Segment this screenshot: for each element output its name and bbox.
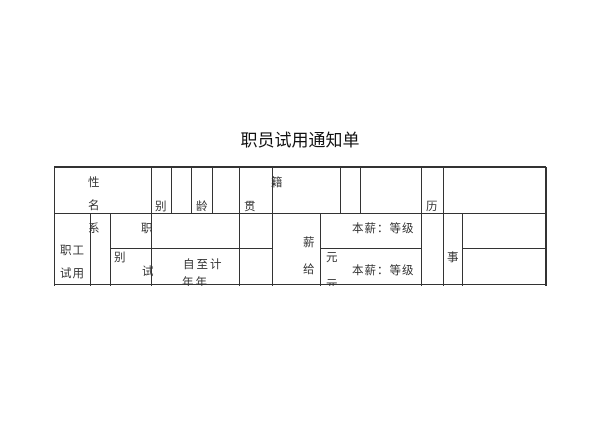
col-line bbox=[239, 167, 240, 286]
row-divider bbox=[462, 248, 546, 249]
table-border-right bbox=[545, 167, 547, 286]
table-border-top bbox=[54, 166, 546, 168]
cell-text: 试 bbox=[142, 264, 154, 278]
row-divider bbox=[54, 284, 546, 285]
page-title: 职员试用通知单 bbox=[240, 131, 360, 151]
col-line bbox=[90, 213, 91, 286]
cell-text: 别 bbox=[155, 199, 167, 213]
cell-text: 事 bbox=[447, 250, 459, 264]
col-line bbox=[151, 167, 152, 286]
cell-text: 历 bbox=[426, 199, 438, 213]
cell-text: 自至计 bbox=[183, 257, 224, 271]
row-divider bbox=[54, 213, 546, 214]
cell-text: 给 bbox=[303, 262, 315, 276]
cell-text: 系 bbox=[88, 221, 100, 235]
cell-text: 别 bbox=[114, 250, 126, 264]
cell-text: 元 bbox=[326, 250, 338, 264]
cell-text: 贯 bbox=[244, 199, 256, 213]
col-line bbox=[340, 167, 341, 213]
cell-text: 籍 bbox=[271, 175, 283, 189]
col-line bbox=[54, 167, 55, 286]
cell-text: 薪 bbox=[303, 235, 315, 249]
col-line bbox=[360, 167, 361, 213]
row-divider bbox=[320, 248, 421, 249]
cell-text: 龄 bbox=[196, 199, 208, 213]
col-line bbox=[320, 213, 321, 286]
cell-text: 试用 bbox=[60, 266, 85, 280]
cell-text: 职工 bbox=[60, 243, 85, 257]
cell-text: 名 bbox=[88, 198, 100, 212]
col-line bbox=[462, 213, 463, 286]
col-line bbox=[212, 167, 213, 213]
col-line bbox=[110, 213, 111, 286]
col-line bbox=[443, 167, 444, 286]
cell-text: 年年 bbox=[182, 275, 209, 287]
col-line bbox=[171, 167, 172, 213]
col-line bbox=[421, 167, 422, 286]
cell-text: 性 bbox=[88, 175, 100, 189]
cell-text: 职 bbox=[141, 221, 153, 235]
col-line bbox=[191, 167, 192, 213]
cell-text: 本薪：等级 bbox=[352, 263, 415, 277]
cell-text: 本薪：等级 bbox=[352, 221, 415, 235]
col-line bbox=[272, 167, 273, 286]
trial-notice-table: 性 名 别 龄 贯 籍 历 系 职 职工 试用 别 试 自至计 年年 薪 给 元… bbox=[54, 166, 547, 287]
row-divider bbox=[110, 248, 272, 249]
cell-text: 元 bbox=[326, 277, 338, 287]
